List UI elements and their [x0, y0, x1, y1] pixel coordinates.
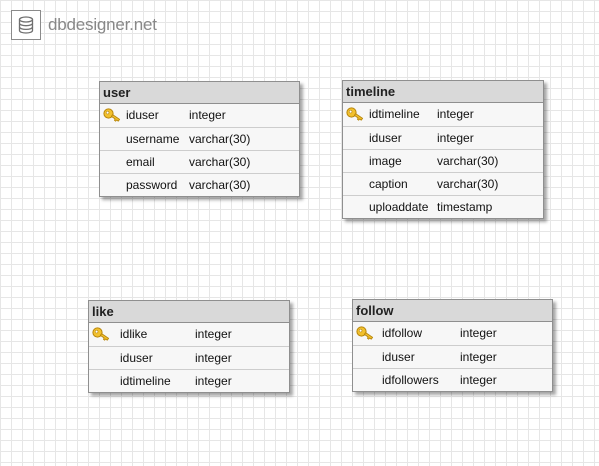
- table-title: like: [89, 301, 289, 323]
- column-name: iduser: [382, 350, 415, 364]
- brand-logo[interactable]: dbdesigner.net: [11, 9, 157, 41]
- column-name: idfollowers: [382, 373, 439, 387]
- table-user[interactable]: user iduser integer username varchar(30)…: [99, 81, 300, 197]
- column-type: integer: [437, 107, 474, 121]
- brand-name: dbdesigner.net: [48, 15, 157, 34]
- table-row[interactable]: email varchar(30): [100, 150, 299, 173]
- table-row[interactable]: password varchar(30): [100, 173, 299, 196]
- primary-key-icon: [103, 108, 121, 122]
- column-name: password: [126, 178, 178, 192]
- table-row[interactable]: image varchar(30): [343, 149, 543, 172]
- column-type: integer: [460, 326, 497, 340]
- column-name: iduser: [120, 351, 153, 365]
- column-type: varchar(30): [437, 154, 499, 168]
- table-row[interactable]: uploaddate timestamp: [343, 195, 543, 218]
- column-name: username: [126, 132, 180, 146]
- column-type: integer: [195, 327, 232, 341]
- column-type: varchar(30): [189, 155, 251, 169]
- column-type: varchar(30): [189, 178, 251, 192]
- table-title: user: [100, 82, 299, 104]
- table-row[interactable]: iduser integer: [353, 345, 552, 368]
- primary-key-icon: [92, 327, 110, 341]
- column-type: varchar(30): [189, 132, 251, 146]
- column-name: uploaddate: [369, 200, 429, 214]
- column-type: integer: [189, 108, 226, 122]
- column-name: idtimeline: [369, 107, 420, 121]
- table-row[interactable]: idfollowers integer: [353, 368, 552, 391]
- database-icon: [11, 10, 41, 40]
- table-row[interactable]: iduser integer: [100, 104, 299, 127]
- column-name: idlike: [120, 327, 148, 341]
- primary-key-icon: [346, 107, 364, 121]
- table-like[interactable]: like idlike integer iduser integer idtim…: [88, 300, 290, 393]
- table-row[interactable]: idfollow integer: [353, 322, 552, 345]
- column-name: image: [369, 154, 402, 168]
- column-name: iduser: [126, 108, 159, 122]
- column-type: timestamp: [437, 200, 493, 214]
- column-type: integer: [460, 373, 497, 387]
- column-name: idtimeline: [120, 374, 171, 388]
- column-name: iduser: [369, 131, 402, 145]
- table-row[interactable]: username varchar(30): [100, 127, 299, 150]
- table-row[interactable]: iduser integer: [89, 346, 289, 369]
- column-type: integer: [195, 374, 232, 388]
- column-name: idfollow: [382, 326, 423, 340]
- table-title: timeline: [343, 81, 543, 103]
- table-row[interactable]: caption varchar(30): [343, 172, 543, 195]
- table-row[interactable]: idlike integer: [89, 323, 289, 346]
- table-row[interactable]: iduser integer: [343, 126, 543, 149]
- column-name: email: [126, 155, 155, 169]
- column-type: integer: [437, 131, 474, 145]
- column-name: caption: [369, 177, 408, 191]
- table-timeline[interactable]: timeline idtimeline integer iduser integ…: [342, 80, 544, 219]
- column-type: integer: [460, 350, 497, 364]
- column-type: integer: [195, 351, 232, 365]
- column-type: varchar(30): [437, 177, 499, 191]
- table-title: follow: [353, 300, 552, 322]
- primary-key-icon: [356, 326, 374, 340]
- table-follow[interactable]: follow idfollow integer iduser integer i…: [352, 299, 553, 392]
- table-row[interactable]: idtimeline integer: [343, 103, 543, 126]
- table-row[interactable]: idtimeline integer: [89, 369, 289, 392]
